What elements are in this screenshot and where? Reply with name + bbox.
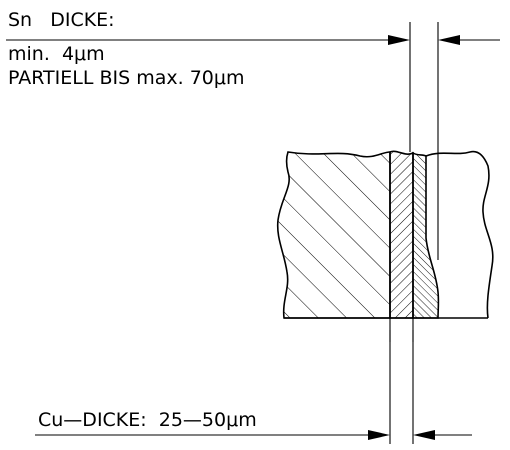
- base-material: [276, 151, 391, 319]
- cu-dimension: [35, 318, 472, 444]
- sn-thickness-title: Sn DICKE:: [8, 9, 115, 31]
- cu-dim-arrow-right: [413, 430, 435, 440]
- cross-section: [276, 150, 494, 319]
- sn-partial-max-thickness: PARTIELL BIS max. 70μm: [8, 67, 244, 89]
- copper-layer: [389, 150, 414, 319]
- cu-thickness-label: Cu—DICKE: 25—50μm: [38, 409, 257, 431]
- sn-dim-arrow-right: [438, 35, 460, 45]
- tin-layer: [412, 151, 440, 319]
- substrate-right-edge: [425, 150, 494, 319]
- cu-dim-arrow-left: [368, 430, 390, 440]
- sn-dimension: [388, 22, 500, 260]
- sn-min-thickness: min. 4μm: [8, 43, 105, 65]
- sn-dim-arrow-left: [388, 35, 410, 45]
